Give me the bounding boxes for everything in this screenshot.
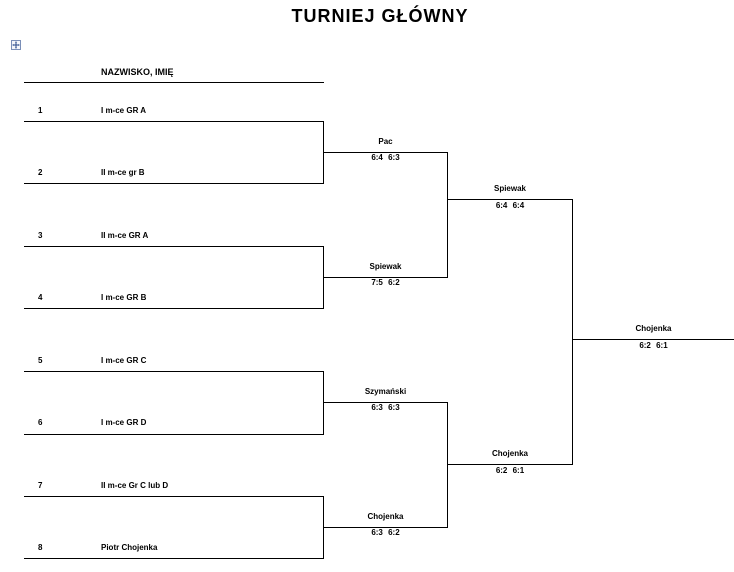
bracket-line (447, 199, 572, 200)
seed-number: 8 (38, 543, 43, 552)
player-name: I m-ce GR B (101, 293, 147, 302)
player-name: II m-ce Gr C lub D (101, 481, 169, 490)
bracket-line (24, 371, 324, 372)
bracket-line (323, 527, 447, 528)
player-name: II m-ce gr B (101, 168, 145, 177)
player-name: I m-ce GR A (101, 106, 147, 115)
header-underline (24, 82, 324, 83)
bracket-line (24, 183, 324, 184)
round2-winner: Spiewak (369, 262, 402, 271)
player-name: I m-ce GR D (101, 418, 147, 427)
round2-winner: Pac (378, 137, 393, 146)
player-name: II m-ce GR A (101, 231, 149, 240)
semifinal-winner: Spiewak (493, 184, 526, 193)
seed-number: 7 (38, 481, 43, 490)
semifinal-winner: Chojenka (491, 449, 528, 458)
seed-number: 3 (38, 231, 43, 240)
round2-score: 7:5 6:2 (371, 278, 400, 287)
bracket-line (447, 464, 572, 465)
final-score: 6:2 6:1 (639, 341, 668, 350)
round2-score: 6:4 6:3 (371, 153, 400, 162)
bracket-line (323, 402, 447, 403)
bracket-connector (447, 152, 448, 278)
bracket-line (24, 121, 324, 122)
seed-number: 5 (38, 356, 43, 365)
semifinal-score: 6:2 6:1 (495, 466, 525, 475)
seed-number: 4 (38, 293, 43, 302)
seed-number: 1 (38, 106, 43, 115)
bracket-line (24, 308, 324, 309)
player-name: I m-ce GR C (101, 356, 147, 365)
round2-score: 6:3 6:2 (371, 528, 400, 537)
bracket-line (24, 434, 324, 435)
bracket-connector (323, 371, 324, 435)
column-header-name: NAZWISKO, IMIĘ (101, 67, 174, 77)
bracket-line (572, 339, 734, 340)
page-title: TURNIEJ GŁÓWNY (291, 6, 469, 26)
bracket-line (24, 246, 324, 247)
player-name: Piotr Chojenka (101, 543, 158, 552)
final-winner: Chojenka (635, 324, 672, 333)
bracket-connector (447, 402, 448, 528)
bracket-line (24, 496, 324, 497)
round2-winner: Szymański (364, 387, 407, 396)
round2-winner: Chojenka (367, 512, 404, 521)
semifinal-score: 6:4 6:4 (495, 201, 525, 210)
seed-number: 6 (38, 418, 43, 427)
bracket-line (24, 558, 324, 559)
round2-score: 6:3 6:3 (371, 403, 400, 412)
seed-number: 2 (38, 168, 43, 177)
bracket-connector (572, 199, 573, 465)
bracket-line (323, 152, 447, 153)
move-arrows-icon[interactable] (11, 40, 21, 50)
bracket-line (323, 277, 447, 278)
